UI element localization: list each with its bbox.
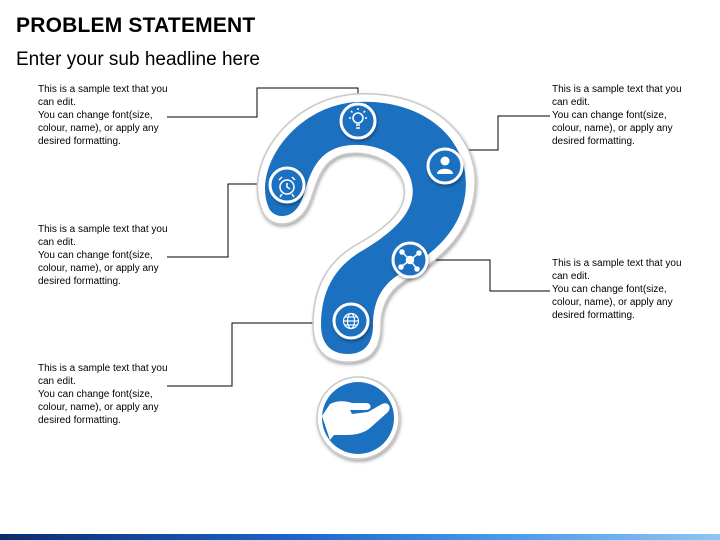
note-line: This is a sample text that you [552, 84, 682, 95]
note-top-left[interactable]: This is a sample text that you can edit.… [38, 83, 188, 148]
icon-circle-lightbulb[interactable] [339, 102, 377, 140]
note-line: desired formatting. [552, 136, 635, 147]
note-line: can edit. [38, 376, 76, 387]
note-line: can edit. [552, 271, 590, 282]
question-mark-hook [256, 93, 476, 363]
note-line: can edit. [38, 237, 76, 248]
page-subtitle: Enter your sub headline here [16, 49, 260, 70]
note-line: This is a sample text that you [38, 84, 168, 95]
note-line: desired formatting. [38, 136, 121, 147]
icon-circle-user[interactable] [426, 147, 464, 185]
note-line: desired formatting. [38, 415, 121, 426]
note-line: You can change font(size, [38, 110, 153, 121]
note-line: colour, name), or apply any [552, 297, 673, 308]
network-icon [398, 249, 422, 272]
note-line: desired formatting. [552, 310, 635, 321]
note-line: can edit. [552, 97, 590, 108]
lightbulb-icon [349, 108, 367, 129]
connector-mid-right [426, 259, 550, 292]
footer-accent-bar [0, 534, 720, 540]
connector-bottom-left [167, 322, 335, 387]
note-top-right[interactable]: This is a sample text that you can edit.… [552, 83, 702, 148]
connector-mid-left [167, 183, 274, 258]
note-line: This is a sample text that you [38, 224, 168, 235]
note-line: colour, name), or apply any [38, 123, 159, 134]
note-line: desired formatting. [38, 276, 121, 287]
note-line: You can change font(size, [38, 389, 153, 400]
page-title: PROBLEM STATEMENT [16, 14, 256, 37]
note-mid-right[interactable]: This is a sample text that you can edit.… [552, 257, 702, 322]
note-line: You can change font(size, [552, 284, 667, 295]
note-line: colour, name), or apply any [552, 123, 673, 134]
note-mid-left[interactable]: This is a sample text that you can edit.… [38, 223, 188, 288]
note-bottom-left[interactable]: This is a sample text that you can edit.… [38, 362, 188, 427]
note-line: You can change font(size, [552, 110, 667, 121]
user-icon [437, 156, 453, 174]
alarm-clock-icon [278, 176, 296, 198]
note-line: You can change font(size, [38, 250, 153, 261]
helping-hand-icon [322, 401, 390, 440]
note-line: colour, name), or apply any [38, 402, 159, 413]
note-line: colour, name), or apply any [38, 263, 159, 274]
note-line: can edit. [38, 97, 76, 108]
note-line: This is a sample text that you [552, 258, 682, 269]
globe-icon [342, 312, 360, 330]
note-line: This is a sample text that you [38, 363, 168, 374]
connector-top-right [456, 115, 550, 155]
